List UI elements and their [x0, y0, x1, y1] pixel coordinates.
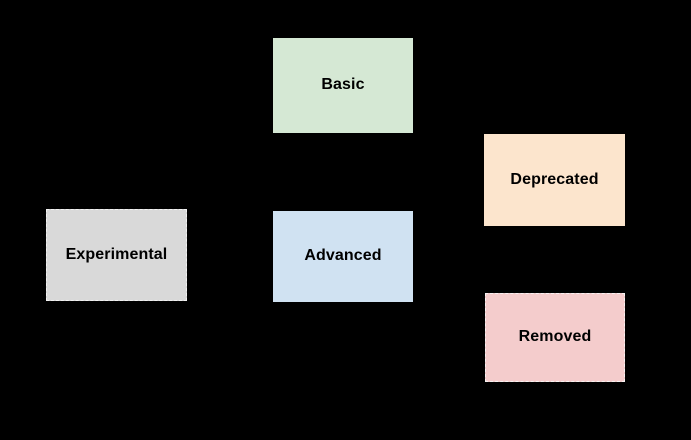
node-deprecated-label: Deprecated — [510, 170, 599, 188]
node-advanced[interactable]: Advanced — [273, 211, 413, 302]
node-experimental-label: Experimental — [65, 245, 168, 263]
node-basic-label: Basic — [321, 76, 365, 94]
node-basic[interactable]: Basic — [273, 38, 413, 133]
node-deprecated[interactable]: Deprecated — [484, 134, 625, 226]
node-removed[interactable]: Removed — [485, 293, 625, 382]
node-removed-label: Removed — [518, 328, 592, 346]
node-advanced-label: Advanced — [304, 247, 382, 265]
node-experimental[interactable]: Experimental — [46, 209, 187, 301]
